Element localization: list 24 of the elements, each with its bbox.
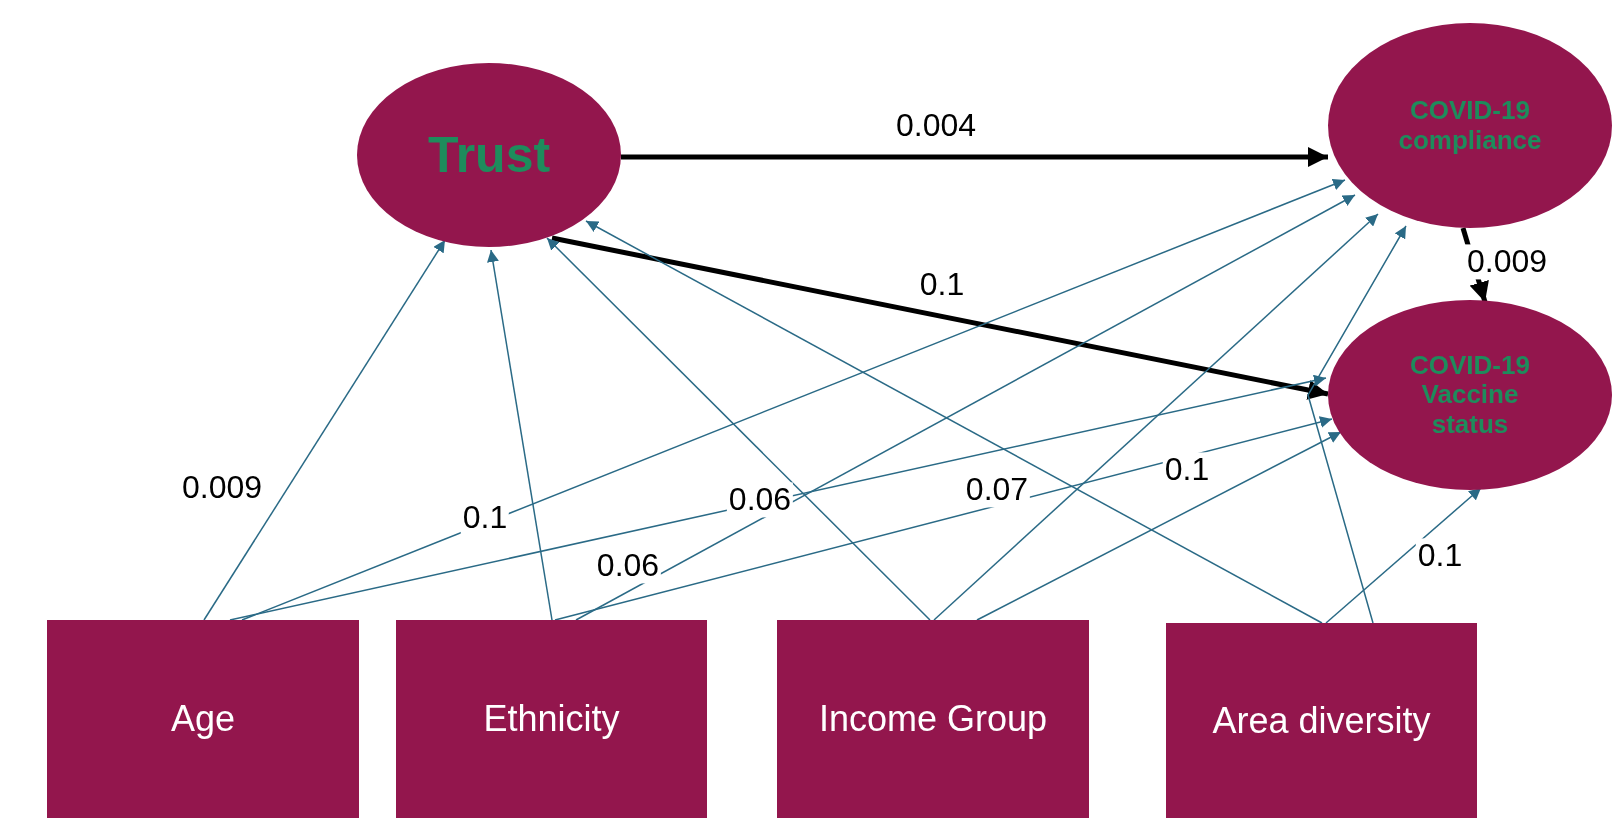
arrow (241, 178, 1346, 621)
arrow (976, 431, 1342, 621)
variable-box (47, 620, 359, 818)
arrow (487, 249, 553, 621)
variable-box (1166, 623, 1477, 818)
variable-label: Income Group (818, 698, 1048, 740)
variable-box (396, 620, 707, 818)
construct-label: COVID-19 compliance (1397, 96, 1543, 155)
construct-label: Trust (427, 127, 551, 183)
arrow (621, 147, 1328, 167)
arrow (551, 235, 1329, 400)
construct-label: COVID-19 Vaccine status (1409, 351, 1531, 439)
arrow (554, 416, 1333, 621)
variable-label: Ethnicity (483, 698, 620, 740)
arrow (546, 237, 931, 621)
arrow (203, 239, 446, 621)
arrow (1325, 487, 1482, 624)
coefficient-label: 0.06 (726, 482, 794, 518)
arrow (229, 374, 1327, 621)
arrow (933, 213, 1379, 621)
variable-box (777, 620, 1089, 818)
variable-label: Age (170, 698, 236, 740)
variable-label: Area diversity (1212, 699, 1431, 742)
arrow (1307, 225, 1407, 624)
